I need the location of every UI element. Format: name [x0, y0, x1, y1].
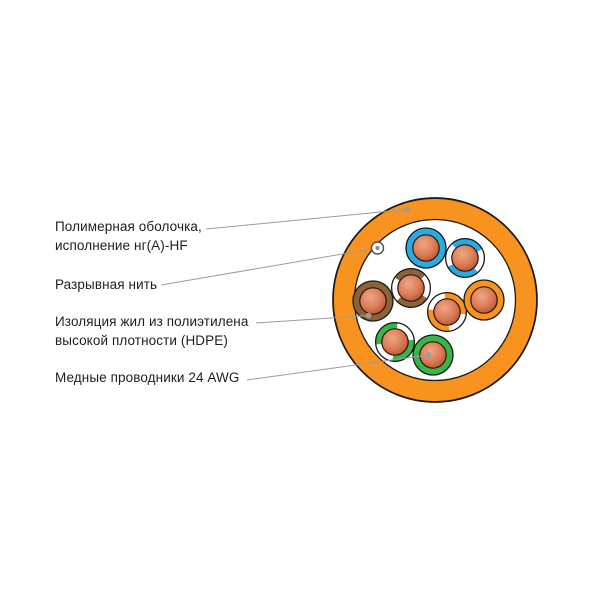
label-jacket: Полимерная оболочка, исполнение нг(А)-HF: [55, 217, 202, 255]
label-jacket-line-1: Полимерная оболочка,: [55, 219, 202, 234]
label-jacket-line-2: исполнение нг(А)-HF: [55, 238, 188, 253]
label-conductors-line-1: Медные проводники 24 AWG: [55, 370, 240, 385]
conductor-orange-solid: [463, 279, 505, 321]
insulation-outline: [390, 267, 432, 309]
conductor-brown-solid: [352, 280, 394, 322]
conductor-orange-striped: [426, 291, 468, 333]
conductor-green-solid: [412, 334, 454, 376]
ripcord: [370, 241, 385, 255]
leader-line-jacket: [205, 209, 408, 230]
insulation-outline: [444, 237, 486, 279]
insulation-outline: [463, 279, 505, 321]
conductor-blue-striped: [444, 237, 486, 279]
copper-core-orange-striped: [433, 298, 461, 326]
leader-line-ripcord: [160, 247, 378, 286]
ripcord-dot: [375, 245, 380, 251]
insulation-outline: [352, 280, 394, 322]
copper-core-brown-striped: [397, 274, 425, 302]
stripe-band-blue: [444, 237, 485, 278]
copper-core-green-striped: [381, 328, 409, 356]
stripe-band-green: [374, 321, 415, 362]
leader-dot-jacket: [404, 206, 410, 213]
label-ripcord: Разрывная нить: [55, 275, 157, 294]
copper-core-green-solid: [419, 341, 447, 369]
conductor-blue-solid: [405, 227, 447, 269]
copper-core-blue-solid: [412, 234, 440, 262]
label-conductors: Медные проводники 24 AWG: [55, 368, 239, 387]
insulation-outline: [405, 227, 447, 269]
leader-dot-insulation: [365, 312, 372, 319]
stripe-band-orange: [427, 291, 468, 332]
label-insulation: Изоляция жил из полиэтилена высокой плот…: [55, 312, 248, 350]
insulation-outline: [426, 291, 468, 333]
leader-line-insulation: [255, 315, 369, 324]
leader-line-conductors: [246, 354, 429, 381]
label-insulation-line-2: высокой плотности (HDPE): [55, 333, 228, 348]
copper-core-orange-solid: [470, 286, 498, 314]
copper-core-blue-striped: [451, 244, 479, 272]
conductor-green-striped: [374, 321, 416, 363]
conductor-brown-striped: [390, 267, 432, 309]
stripe-band-brown: [390, 267, 431, 308]
copper-core-brown-solid: [359, 287, 387, 315]
label-insulation-line-1: Изоляция жил из полиэтилена: [55, 314, 249, 329]
label-ripcord-line-1: Разрывная нить: [55, 277, 158, 292]
leader-dot-conductors: [425, 352, 432, 358]
insulation-outline: [374, 321, 416, 363]
insulation-outline: [412, 334, 454, 376]
